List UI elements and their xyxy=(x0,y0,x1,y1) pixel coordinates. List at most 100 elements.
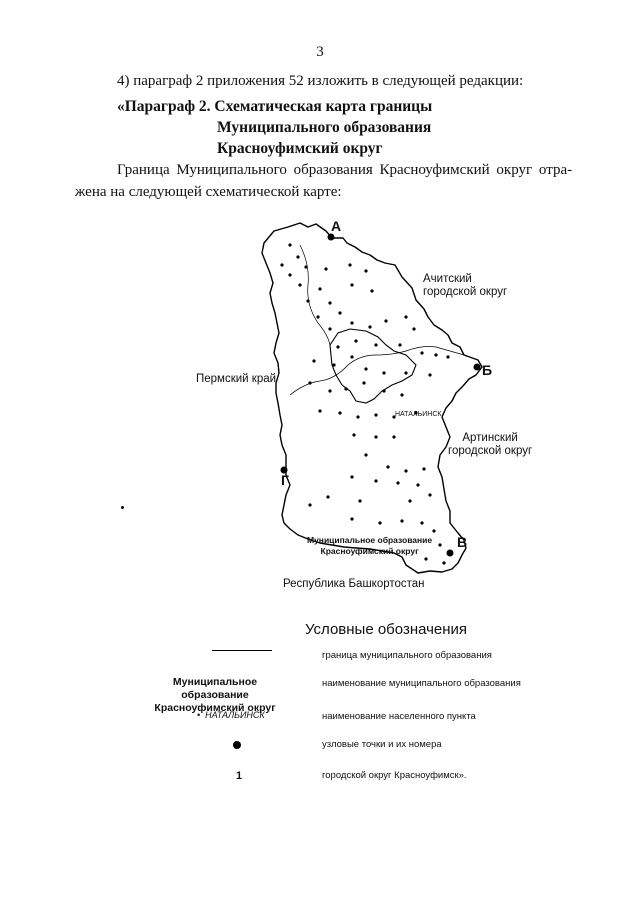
settlement-dot xyxy=(324,267,328,271)
settlement-dot xyxy=(326,495,330,499)
settlement-dot xyxy=(318,287,322,291)
neighbor-label-artin-line-2: городской округ xyxy=(448,445,533,457)
settlement-dot xyxy=(350,517,354,521)
settlement-dot xyxy=(374,413,378,417)
legend-description-node: узловые точки и их номера xyxy=(322,739,442,750)
settlement-dot xyxy=(328,389,332,393)
settlement-dot xyxy=(378,521,382,525)
settlement-dot xyxy=(336,345,340,349)
legend-description-border: граница муниципального образования xyxy=(322,650,492,661)
corner-label-g: Г xyxy=(281,472,289,488)
settlement-dot xyxy=(422,467,426,471)
corner-label-a: А xyxy=(331,218,342,234)
settlement-dot xyxy=(412,327,416,331)
settlement-dot xyxy=(400,519,404,523)
settlement-dot xyxy=(374,435,378,439)
municipal-name-line-2: Красноуфимский округ xyxy=(320,546,419,556)
stray-mark xyxy=(121,506,124,509)
river xyxy=(289,346,465,396)
corner-label-b: Б xyxy=(482,362,493,378)
settlement-dot xyxy=(316,315,320,319)
legend-description-town-district: городской округ Красноуфимск». xyxy=(322,770,467,781)
legend-municipal-sample-line-1: Муниципальное образование xyxy=(172,676,258,701)
settlement-dot xyxy=(400,393,404,397)
settlement-dot xyxy=(382,371,386,375)
settlement-dot xyxy=(434,353,438,357)
settlement-dot xyxy=(318,409,322,413)
neighbor-label-artin-line-1: Артинский xyxy=(462,432,518,444)
section-heading-line-2: Муниципального образования xyxy=(217,119,432,136)
municipal-name-line-1: Муниципальное образование xyxy=(307,535,433,545)
settlement-dot xyxy=(446,355,450,359)
settlement-dot xyxy=(392,415,396,419)
settlement-dot xyxy=(288,243,292,247)
settlement-dot xyxy=(344,387,348,391)
settlement-dot xyxy=(296,255,300,259)
settlement-dot xyxy=(328,327,332,331)
settlement-dot xyxy=(338,411,342,415)
settlement-dot xyxy=(404,315,408,319)
section-heading-line-3: Красноуфимский округ xyxy=(217,140,383,157)
settlement-dot xyxy=(306,299,310,303)
section-heading-line-1: «Параграф 2. Схематическая карта границы xyxy=(117,98,433,115)
legend-settlement-sample: • НАТАЛЬИНСК xyxy=(197,710,265,720)
page-number: 3 xyxy=(316,44,324,60)
legend-line-sample xyxy=(212,650,272,651)
node-point-g xyxy=(280,466,288,474)
settlement-dot xyxy=(298,283,302,287)
municipal-name-on-map: Муниципальное образование Красноуфимский… xyxy=(307,535,432,557)
node-point-v xyxy=(446,549,454,557)
settlement-dot xyxy=(350,283,354,287)
settlement-dot xyxy=(354,339,358,343)
settlement-dot xyxy=(328,301,332,305)
settlement-dot xyxy=(358,499,362,503)
settlement-dot xyxy=(364,367,368,371)
corner-label-v: В xyxy=(457,534,468,550)
settlement-dot xyxy=(288,273,292,277)
settlement-dot xyxy=(370,289,374,293)
settlement-dot xyxy=(424,557,428,561)
neighbor-label-bashkortostan: Республика Башкортостан xyxy=(283,578,425,590)
river xyxy=(299,244,331,346)
legend-description-municipal: наименование муниципального образования xyxy=(322,678,521,689)
settlement-dot xyxy=(368,325,372,329)
municipal-border xyxy=(261,222,483,574)
settlement-dot xyxy=(364,269,368,273)
settlement-dot xyxy=(362,381,366,385)
node-point-b xyxy=(473,363,481,371)
amendment-item-line: 4) параграф 2 приложения 52 изложить в с… xyxy=(117,73,524,89)
settlement-dot xyxy=(352,433,356,437)
settlement-dot xyxy=(438,543,442,547)
legend-number-sample: 1 xyxy=(236,770,243,782)
settlement-dot xyxy=(304,265,308,269)
settlement-dot xyxy=(408,499,412,503)
settlement-dot xyxy=(374,479,378,483)
settlement-dot xyxy=(280,263,284,267)
settlement-dot xyxy=(404,469,408,473)
settlement-dot xyxy=(428,373,432,377)
settlement-dot xyxy=(428,493,432,497)
settlement-dot xyxy=(356,415,360,419)
node-point-icon xyxy=(233,741,241,749)
schematic-map xyxy=(261,222,483,574)
legend-settlement-sample-name: НАТАЛЬИНСК xyxy=(205,710,265,720)
settlement-dot xyxy=(382,389,386,393)
settlement-dot xyxy=(416,483,420,487)
settlement-dot xyxy=(308,381,312,385)
settlement-label-natalinsk: НАТАЛЬИНСК xyxy=(395,411,442,418)
settlement-dot xyxy=(442,561,446,565)
settlement-dot xyxy=(312,359,316,363)
settlement-dot xyxy=(364,453,368,457)
settlement-dot xyxy=(348,263,352,267)
neighbor-label-perm: Пермский край xyxy=(196,373,277,385)
settlement-dot xyxy=(350,475,354,479)
settlement-dot xyxy=(404,371,408,375)
settlement-dot xyxy=(384,319,388,323)
body-text-line-2: жена на следующей схематической карте: xyxy=(75,184,342,200)
legend-municipal-sample-line-2: Красноуфимский округ xyxy=(154,702,276,714)
settlement-dot xyxy=(350,321,354,325)
body-text-line-1: Граница Муниципального образования Красн… xyxy=(117,162,573,178)
settlement-dot xyxy=(386,465,390,469)
settlement-dot xyxy=(396,481,400,485)
legend-title: Условные обозначения xyxy=(305,621,468,638)
